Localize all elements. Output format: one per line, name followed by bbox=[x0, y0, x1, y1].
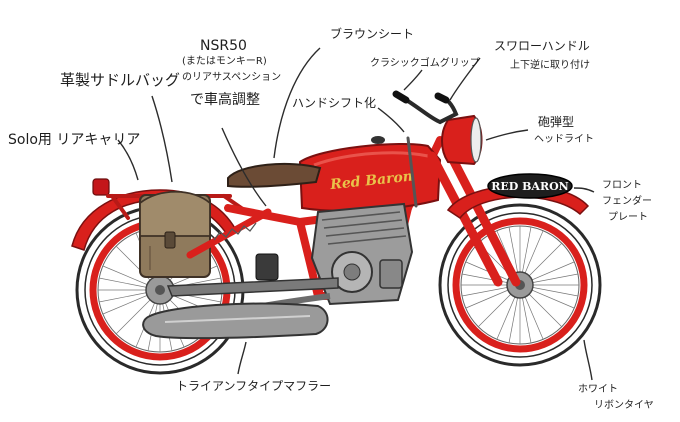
leader-lines bbox=[117, 47, 595, 381]
leader-muffler bbox=[237, 341, 247, 375]
front-forks bbox=[427, 145, 521, 287]
tail-light bbox=[92, 178, 110, 196]
leader-rear-carrier bbox=[117, 139, 139, 181]
front-fender-plate: RED BARON bbox=[487, 173, 573, 199]
leader-classic-grip bbox=[403, 69, 423, 91]
label-saddle-bag: 革製サドルバッグ bbox=[60, 71, 181, 89]
handlebar bbox=[392, 90, 459, 125]
label-muffler: トライアンフタイプマフラー bbox=[176, 379, 332, 393]
label-headlight-line1: 砲弾型 bbox=[538, 115, 575, 129]
label-nsr50-line1: NSR50 bbox=[200, 38, 247, 54]
label-swallow-handle-line1: スワローハンドル bbox=[494, 39, 590, 53]
fuel-tank: Red Baron bbox=[298, 136, 442, 212]
label-fender-plate-line1: フロント bbox=[602, 180, 642, 191]
label-fender-plate-line2: フェンダー bbox=[602, 196, 652, 207]
leader-brown-seat bbox=[273, 47, 321, 159]
muffler bbox=[142, 293, 331, 340]
leader-fender-plate bbox=[573, 187, 595, 193]
label-brown-seat: ブラウンシート bbox=[330, 27, 415, 41]
label-rear-carrier: Solo用 リアキャリア bbox=[8, 132, 141, 148]
saddle-bag bbox=[139, 190, 211, 278]
label-whitewall-line1: ホワイト bbox=[578, 384, 618, 395]
front-wheel bbox=[438, 203, 602, 367]
label-fender-plate-line3: プレート bbox=[608, 212, 648, 223]
leader-whitewall bbox=[583, 339, 593, 381]
leader-saddle-bag bbox=[151, 95, 173, 183]
label-nsr50-line3: のリアサスペンション bbox=[182, 72, 282, 83]
chain-guard bbox=[166, 277, 339, 297]
leader-swallow-handle bbox=[449, 57, 481, 101]
label-nsr50-line4: で車高調整 bbox=[190, 92, 260, 108]
label-headlight-line2: ヘッドライト bbox=[534, 134, 594, 145]
label-nsr50-line2: (またはモンキーR) bbox=[182, 56, 267, 67]
label-classic-grip: クラシックゴムグリップ bbox=[370, 58, 480, 69]
label-swallow-handle-line2: 上下逆に取り付け bbox=[510, 60, 590, 71]
label-whitewall-line2: リボンタイヤ bbox=[594, 400, 654, 411]
label-hand-shift: ハンドシフト化 bbox=[292, 96, 377, 110]
headlight bbox=[441, 114, 483, 166]
leader-nsr50 bbox=[221, 127, 267, 207]
leader-headlight bbox=[485, 129, 529, 141]
rear-shock bbox=[186, 208, 272, 259]
fender-plate-text: RED BARON bbox=[491, 180, 569, 193]
hand-shift-lever bbox=[406, 136, 418, 208]
leader-hand-shift bbox=[377, 107, 405, 133]
brown-seat bbox=[227, 162, 322, 188]
